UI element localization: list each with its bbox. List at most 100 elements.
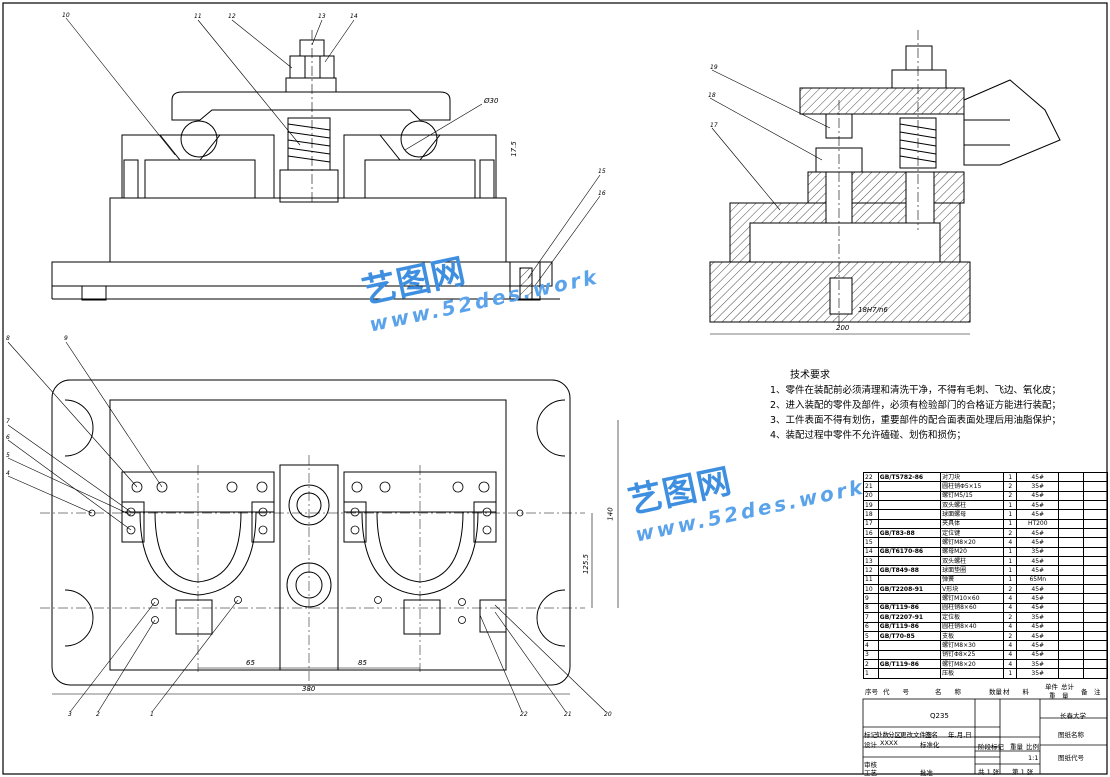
tb-material: Q235 — [930, 712, 949, 720]
bom-cell-mat: 45# — [1016, 471, 1060, 483]
bom-cell-no: 16 — [863, 528, 879, 539]
bom-cell-empty — [1082, 546, 1109, 558]
bom-cell-empty — [1058, 481, 1084, 492]
dimension-text: 18H7/n6 — [858, 306, 888, 314]
part-label: 20 — [604, 711, 612, 718]
bom-cell-mat: 35# — [1016, 612, 1060, 623]
bom-cell-no: 22 — [863, 471, 879, 483]
bom-cell-empty — [1058, 612, 1084, 623]
side-section-view — [709, 30, 1061, 335]
bom-cell-code — [877, 500, 942, 511]
tb-scale: 比例 — [1026, 743, 1039, 751]
bom-cell-empty — [1082, 528, 1109, 539]
dimension-text: Ø30 — [484, 97, 499, 105]
tb-stage: 阶段标记 — [978, 743, 1004, 751]
part-label: 3 — [68, 711, 72, 718]
part-label: 10 — [62, 12, 70, 19]
bom-cell-mat: 45# — [1016, 630, 1060, 642]
front-view — [51, 30, 560, 301]
bom-cell-code — [877, 640, 942, 651]
bom-cell-empty — [1058, 546, 1084, 558]
bom-cell-mat: 35# — [1016, 658, 1060, 670]
bom-head-mat: 材 料 — [1003, 688, 1029, 696]
part-label: 5 — [6, 452, 10, 459]
part-label: 12 — [228, 13, 236, 20]
bom-cell-code: GB/T70-85 — [877, 630, 942, 642]
bom-cell-empty — [1082, 565, 1109, 576]
dimension-text: 140 — [606, 507, 615, 521]
bom-cell-name: 销钉Φ8×25 — [940, 649, 1005, 660]
bom-head-no: 序号 — [865, 688, 878, 696]
bom-cell-qty: 4 — [1003, 537, 1018, 548]
bom-cell-name: 圆柱销8×40 — [940, 621, 1005, 632]
bom-cell-code: GB/T83-88 — [877, 528, 942, 539]
bom-cell-code — [877, 490, 942, 502]
part-label: 16 — [598, 190, 606, 197]
bom-cell-mat: 45# — [1016, 649, 1060, 660]
bom-cell-empty — [1082, 593, 1109, 604]
bom-cell-no: 1 — [863, 668, 879, 679]
tb-process: 工艺 — [864, 769, 877, 777]
part-label: 17 — [710, 122, 718, 129]
bom-cell-empty — [1082, 658, 1109, 670]
bom-cell-code — [877, 556, 942, 567]
dimension-text: 200 — [836, 324, 850, 332]
bom-cell-empty — [1058, 565, 1084, 576]
bom-cell-qty: 2 — [1003, 584, 1018, 595]
bom-cell-mat: 35# — [1016, 668, 1060, 679]
bom-cell-name: 压板 — [940, 668, 1005, 679]
bom-cell-mat: 45# — [1016, 621, 1060, 632]
bom-header: 序号 代 号 名 称 数量 材 料 单件 总计 重 量 备 注 — [863, 681, 1108, 700]
part-label: 2 — [96, 711, 100, 718]
tb-date: 年,月,日 — [948, 731, 972, 739]
bom-cell-qty: 4 — [1003, 649, 1018, 660]
bom-cell-code: GB/T2207-91 — [877, 612, 942, 623]
bom-cell-code — [877, 537, 942, 548]
bom-cell-mat: 65Mn — [1016, 574, 1060, 586]
bom-cell-code: GB/T119-86 — [877, 658, 942, 670]
bom-head-unit: 单件 — [1045, 683, 1058, 691]
bom-cell-no: 6 — [863, 621, 879, 632]
bom-cell-code: GB/T119-86 — [877, 602, 942, 614]
part-label: 11 — [194, 13, 202, 20]
tech-item: 4、装配过程中零件不允许磕碰、划伤和损伤； — [770, 430, 967, 441]
bom-cell-no: 19 — [863, 500, 879, 511]
bom-cell-name: 支板 — [940, 630, 1005, 642]
bom-cell-qty: 4 — [1003, 658, 1018, 670]
bom-cell-empty — [1058, 668, 1084, 679]
bom-cell-mat: 45# — [1016, 490, 1060, 502]
bom-cell-name: 夹具体 — [940, 518, 1005, 530]
bom-cell-empty — [1058, 556, 1084, 567]
tb-design-name: XXXX — [880, 739, 898, 747]
bom-cell-empty — [1082, 630, 1109, 642]
bom-cell-mat: 45# — [1016, 640, 1060, 651]
bom-cell-no: 12 — [863, 565, 879, 576]
bom-cell-name: 螺钉M8×30 — [940, 640, 1005, 651]
bom-cell-mat: 45# — [1016, 500, 1060, 511]
bom-cell-empty — [1082, 574, 1109, 586]
tb-sheet-no: 第 1 张 — [1012, 768, 1034, 776]
bom-head-name: 名 称 — [935, 688, 961, 696]
bom-cell-qty: 1 — [1003, 500, 1018, 511]
bom-cell-name: 球面垫圈 — [940, 565, 1005, 576]
tb-school: 长春大学 — [1060, 712, 1086, 720]
bom-cell-empty — [1058, 658, 1084, 670]
tb-mark: 标记 — [864, 731, 877, 739]
bom-cell-name: 定位板 — [940, 612, 1005, 623]
bom-cell-no: 21 — [863, 481, 879, 492]
bom-cell-mat: 45# — [1016, 593, 1060, 604]
bom-cell-empty — [1058, 500, 1084, 511]
bom-cell-no: 14 — [863, 546, 879, 558]
tech-item: 3、工件表面不得有划伤，重要部件的配合面表面处理后用油脂保护； — [770, 415, 1062, 426]
bom-head-qty: 数量 — [989, 688, 1002, 696]
bom-cell-code: GB/T119-86 — [877, 621, 942, 632]
bom-cell-empty — [1082, 537, 1109, 548]
tb-review: 审核 — [864, 761, 877, 769]
